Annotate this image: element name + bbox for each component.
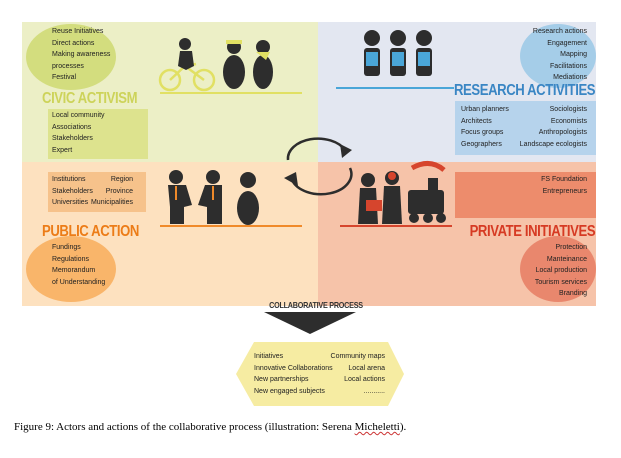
list-item: Stakeholders (52, 187, 93, 195)
cycle-arrows-icon (286, 137, 353, 196)
list-item: Anthropologists (538, 129, 587, 137)
caption-text: Figure 9: Actors and actions of the coll… (14, 421, 355, 433)
private-actions-list: Protection Manteinance Local production … (535, 242, 587, 300)
list-item: Province (105, 187, 133, 195)
list-item: Mapping (560, 51, 587, 59)
public-person-figure (168, 170, 192, 224)
process-arrow-icon (264, 312, 356, 334)
list-item: Tourism services (534, 278, 587, 286)
research-actors-box (455, 101, 596, 155)
public-actions-bubble (26, 236, 116, 302)
research-actions-list: Research actions Engagement Mapping Faci… (533, 26, 587, 84)
caption-end: ). (399, 421, 407, 433)
caption-author-surname: Micheletti (354, 421, 400, 433)
civic-activism-heading: CIVIC ACTIVISM (42, 90, 138, 107)
researcher-figure (364, 30, 380, 76)
researcher-figure (390, 30, 406, 76)
civic-actors-box (48, 109, 148, 159)
private-person-figure (382, 171, 402, 224)
list-item: Local arena (348, 364, 385, 372)
list-item: Branding (558, 290, 587, 298)
list-item: Associations (52, 123, 92, 131)
research-activities-heading: RESEARCH ACTIVITIES (453, 82, 596, 99)
civic-actions-bubble (26, 24, 116, 90)
researcher-figure (416, 30, 432, 76)
research-actors-left-list: Urban planners Architects Focus groups G… (461, 104, 509, 150)
list-item: Geographers (461, 140, 502, 148)
list-item: Region (110, 176, 133, 183)
list-item: Community maps (330, 353, 385, 360)
list-item: Research actions (532, 28, 587, 35)
civic-person-figure (223, 40, 245, 89)
list-item: Facilitations (550, 62, 587, 70)
list-item: of Understanding (52, 278, 106, 286)
list-item: Expert (52, 146, 73, 154)
private-actors-box (455, 172, 596, 218)
civic-person-figure (253, 40, 273, 89)
list-item: ........... (363, 387, 385, 395)
list-item: Making awareness (52, 51, 111, 59)
public-action-heading: PUBLIC ACTION (42, 223, 139, 240)
list-item: Municipalities (90, 199, 133, 207)
private-person-figure (358, 173, 382, 224)
public-actors-left-list: Institutions Stakeholders Universities (52, 174, 93, 209)
list-item: New engaged subjects (254, 387, 325, 395)
list-item: Local community (52, 112, 105, 119)
public-person-figure (198, 170, 222, 224)
list-item: Fundings (52, 244, 81, 251)
civic-actions-list: Reuse Initiatives Direct actions Making … (52, 26, 110, 84)
list-item: processes (52, 62, 84, 70)
results-left-list: Initiatives Innovative Collaborations Ne… (254, 351, 333, 397)
private-actors-list: FS Foundation Entrepreneurs (541, 174, 587, 197)
list-item: Protection (555, 244, 587, 251)
list-item: Mediations (553, 74, 587, 82)
list-item: Reuse Initiatives (52, 28, 104, 35)
research-actions-bubble (520, 24, 596, 88)
list-item: Local production (535, 267, 587, 275)
list-item: Local actions (344, 376, 385, 384)
public-actors-box-left (48, 172, 94, 212)
civic-ground-line (160, 92, 302, 94)
list-item: Festival (52, 74, 77, 82)
public-actors-right-list: Region Province Municipalities (91, 174, 133, 209)
list-item: Sociologists (549, 106, 587, 113)
research-ground-line (336, 87, 454, 89)
results-right-list: Community maps Local arena Local actions… (331, 351, 385, 397)
list-item: Regulations (52, 255, 89, 263)
arrowhead-icon (284, 172, 298, 186)
list-item: Stakeholders (52, 135, 93, 143)
list-item: Landscape ecologists (519, 140, 587, 148)
research-actors-right-list: Sociologists Economists Anthropologists … (520, 104, 587, 150)
list-item: Direct actions (52, 39, 95, 47)
public-ground-line (160, 225, 302, 227)
cyclist-figure (178, 38, 194, 70)
list-item: Economists (550, 117, 587, 125)
list-item: Entrepreneurs (542, 187, 587, 195)
train-icon (408, 161, 446, 223)
list-item: Universities (52, 199, 89, 207)
figure-caption: Figure 9: Actors and actions of the coll… (14, 421, 406, 433)
private-actions-bubble (520, 236, 596, 302)
list-item: New partnerships (254, 376, 309, 384)
private-initiatives-heading: PRIVATE INITIATIVES (469, 223, 595, 240)
list-item: Memorandum (52, 267, 96, 275)
private-ground-line (340, 225, 452, 227)
list-item: Architects (461, 117, 492, 125)
arrowhead-icon (340, 144, 352, 158)
list-item: Manteinance (546, 255, 587, 263)
list-item: FS Foundation (541, 176, 587, 183)
list-item: Engagement (547, 39, 587, 47)
civic-actors-list: Local community Associations Stakeholder… (52, 110, 105, 156)
collaborative-process-title: COLLABORATIVE PROCESS (269, 300, 363, 310)
list-item: Innovative Collaborations (254, 364, 333, 372)
list-item: Urban planners (461, 106, 509, 113)
public-person-figure (237, 172, 259, 225)
results-hexagon (236, 342, 404, 406)
public-actors-box-right (94, 172, 146, 212)
public-actions-list: Fundings Regulations Memorandum of Under… (52, 242, 105, 288)
list-item: Focus groups (461, 129, 504, 137)
list-item: Institutions (52, 176, 86, 183)
list-item: Initiatives (254, 353, 284, 360)
